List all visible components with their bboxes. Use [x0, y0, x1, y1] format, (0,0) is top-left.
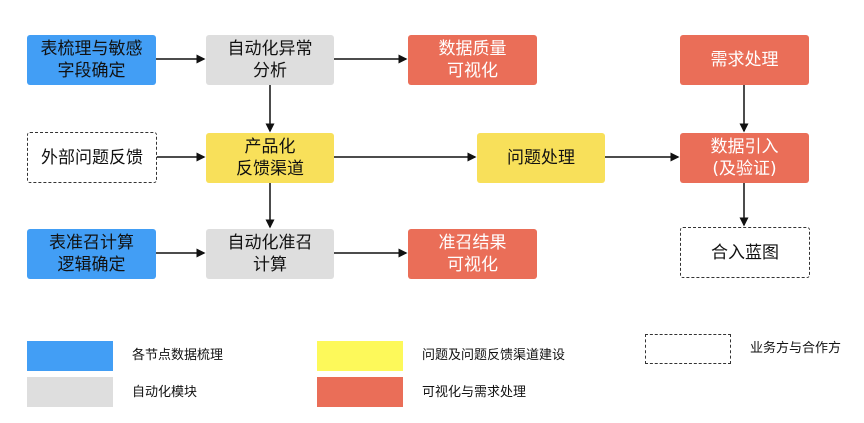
- node-recall-visual: 准召结果 可视化: [408, 229, 537, 279]
- legend-label-red: 可视化与需求处理: [422, 385, 527, 400]
- legend-label-dashed: 业务方与合作方: [750, 341, 842, 356]
- node-auto-recall: 自动化准召 计算: [206, 229, 334, 279]
- legend-label-gray: 自动化模块: [132, 385, 198, 400]
- node-external-feedback: 外部问题反馈: [27, 132, 157, 183]
- node-table-sort: 表梳理与敏感 字段确定: [27, 35, 156, 85]
- legend-label-yellow: 问题及问题反馈渠道建设: [422, 348, 566, 363]
- legend-swatch-red: [317, 377, 403, 407]
- node-requirement: 需求处理: [680, 35, 809, 85]
- node-feedback-channel: 产品化 反馈渠道: [206, 133, 334, 183]
- node-data-import: 数据引入 (及验证): [680, 133, 809, 183]
- node-auto-anomaly: 自动化异常 分析: [206, 35, 334, 85]
- node-dq-visual: 数据质量 可视化: [408, 35, 537, 85]
- node-blueprint: 合入蓝图: [680, 227, 810, 278]
- legend-swatch-yellow: [317, 341, 403, 371]
- node-recall-logic: 表准召计算 逻辑确定: [27, 229, 156, 279]
- legend-swatch-dashed: [645, 334, 731, 364]
- legend-swatch-blue: [27, 341, 113, 371]
- legend-label-blue: 各节点数据梳理: [132, 348, 224, 363]
- node-issue-handling: 问题处理: [477, 133, 605, 183]
- legend-swatch-gray: [27, 377, 113, 407]
